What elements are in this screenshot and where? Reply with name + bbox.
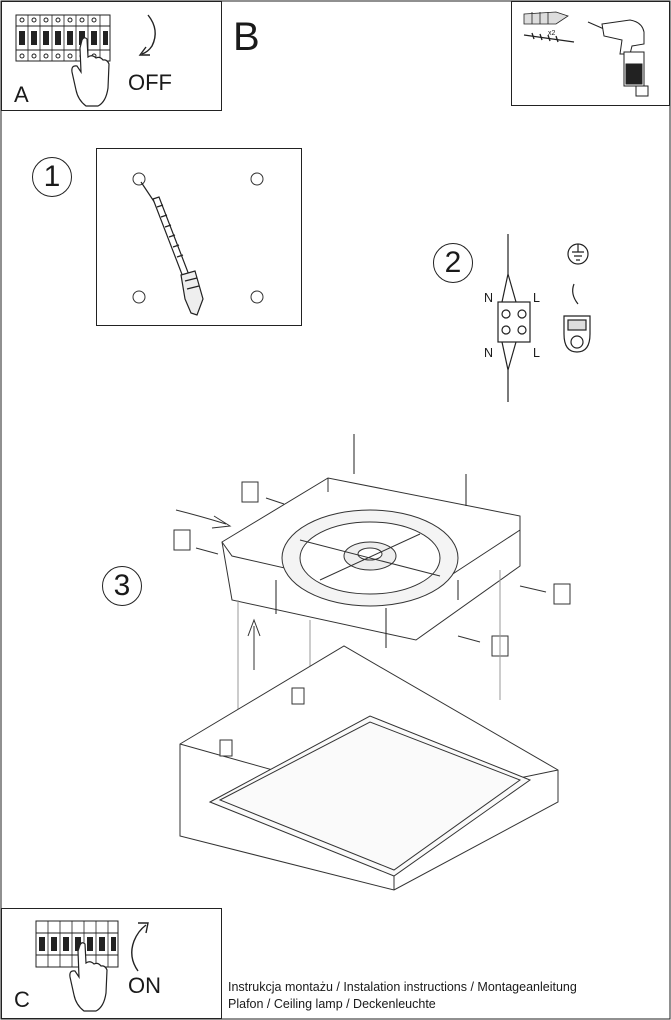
wire-label-l-top: L [533,291,540,305]
panel-step-1-drilling [96,148,302,326]
screw-icon [523,32,575,43]
hole-top-right [250,172,264,186]
panel-a-letter: A [14,82,29,107]
arrow-up-icon [131,924,147,972]
hand-icon [71,37,110,107]
wire-label-n-bottom: N [484,346,494,360]
arrow-down-icon [141,14,156,55]
hand-icon [69,942,108,1012]
breaker-on-illustration [35,920,149,1012]
terminal-block [497,301,531,343]
panel-b-letter: B [233,15,260,59]
lamp-diffuser [208,715,532,877]
mounting-holes-diagram [132,172,264,316]
hole-bottom-left [132,290,146,304]
hole-top-left [132,172,146,186]
ceiling-screws [275,434,467,648]
panel-c-letter: C [14,987,30,1012]
supply-cable [501,234,517,303]
step-3-badge: 3 [102,566,142,606]
on-label: ON [128,973,161,998]
wire-label-n-top: N [484,291,494,305]
panel-a-power-off: A OFF [1,1,222,111]
tools-illustration [523,11,649,97]
panel-tools: x2 [511,1,670,106]
assembly-exploded-view [173,434,571,891]
quantity-label: x2 [548,30,556,37]
step-1-badge: 1 [32,157,72,197]
footer-product-name: Plafon / Ceiling lamp / Deckenleuchte [228,997,436,1011]
screw-and-plug-icon [140,181,204,316]
arrow-up-icon [247,618,261,670]
panel-c-power-on: C ON [1,908,222,1019]
hole-bottom-right [250,290,264,304]
wall-plug-icon [523,11,569,25]
arrow-right-icon [175,509,232,529]
step-2-badge: 2 [433,243,473,283]
circuit-breaker-icon [15,14,111,62]
footer-instructions-title: Instrukcja montażu / Instalation instruc… [228,980,577,994]
lamp-cable [501,341,517,402]
breaker-off-illustration [15,14,156,107]
wire-label-l-bottom: L [533,346,540,360]
wiring-diagram [497,234,591,402]
drill-icon [587,19,649,97]
circuit-breaker-icon [35,920,119,968]
off-label: OFF [128,70,172,95]
